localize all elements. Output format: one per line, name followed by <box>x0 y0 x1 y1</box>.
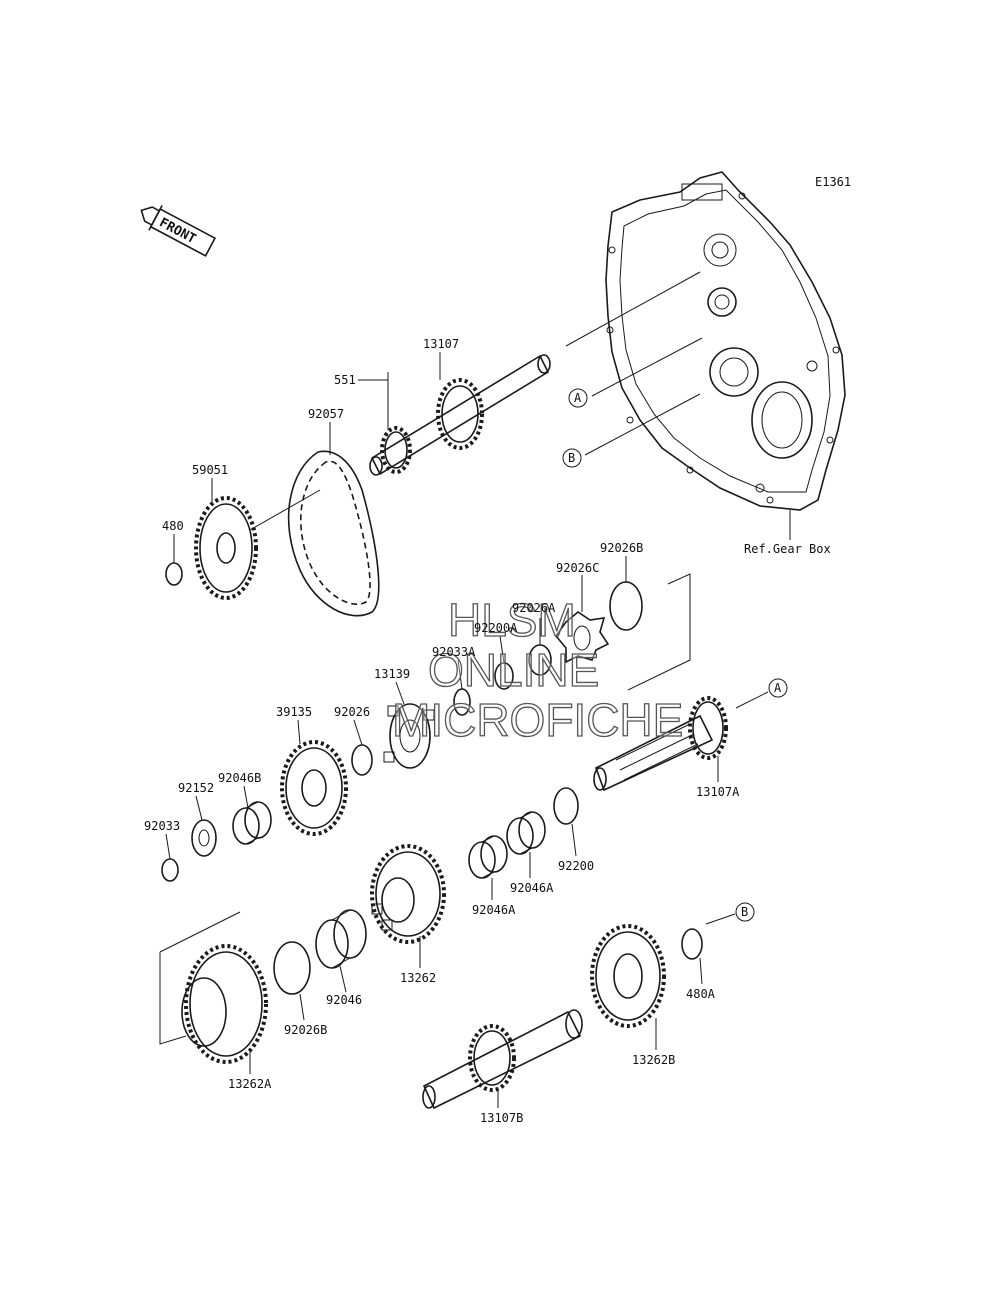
part-label-92026B-upper: 92026B <box>600 541 643 555</box>
part-label-13107: 13107 <box>423 337 459 351</box>
part-label-551: 551 <box>334 373 356 387</box>
part-label-92200A: 92200A <box>474 621 518 635</box>
output-shaft-13107A <box>593 696 728 792</box>
callout-a-upper: A <box>568 388 588 408</box>
part-label-92046: 92046 <box>326 993 362 1007</box>
gear-box-cover <box>605 171 846 511</box>
part-label-92046A-left: 92046A <box>472 903 516 917</box>
drive-chain-92057 <box>287 450 380 617</box>
needle-bearing-92046A-1 <box>468 835 508 879</box>
circlip-92033 <box>161 858 179 882</box>
spacer-92026B-upper <box>609 581 643 631</box>
drive-shaft-13107 <box>369 354 551 476</box>
part-label-59051: 59051 <box>192 463 228 477</box>
washer-92152 <box>191 819 217 857</box>
part-label-92057: 92057 <box>308 407 344 421</box>
part-label-92152: 92152 <box>178 781 214 795</box>
part-label-92026B-lower: 92026B <box>284 1023 327 1037</box>
shaft-13107B <box>422 1009 583 1110</box>
gear-13262B <box>590 924 666 1028</box>
front-arrow-icon: FRONT <box>140 205 217 257</box>
part-label-92026A: 92026A <box>512 601 556 615</box>
needle-bearing-92046 <box>315 909 367 969</box>
part-label-92026C: 92026C <box>556 561 599 575</box>
part-label-92200: 92200 <box>558 859 594 873</box>
part-label-92046A-right: 92046A <box>510 881 554 895</box>
part-label-13262B: 13262B <box>632 1053 675 1067</box>
part-label-13107B: 13107B <box>480 1111 523 1125</box>
front-arrow-label: FRONT <box>157 215 199 247</box>
svg-text:B: B <box>568 451 575 465</box>
svg-text:B: B <box>741 905 748 919</box>
svg-text:A: A <box>574 391 582 405</box>
svg-text:HLSM: HLSM <box>448 594 576 646</box>
gear-39135 <box>280 740 348 836</box>
needle-bearing-92046B <box>232 801 272 845</box>
part-label-13107A: 13107A <box>696 785 740 799</box>
washer-92200 <box>553 787 579 825</box>
part-label-92033: 92033 <box>144 819 180 833</box>
gear-13262 <box>370 844 446 944</box>
part-label-13262: 13262 <box>400 971 436 985</box>
part-label-480A: 480A <box>686 987 716 1001</box>
circlip-480 <box>165 562 183 586</box>
callout-b-lower: B <box>735 902 755 922</box>
part-label-92046B: 92046B <box>218 771 261 785</box>
svg-text:A: A <box>774 681 782 695</box>
callout-a-lower: A <box>768 678 788 698</box>
part-label-13262A: 13262A <box>228 1077 272 1091</box>
needle-bearing-92046A-2 <box>506 811 546 855</box>
washer-92026C <box>554 611 610 664</box>
spacer-92026 <box>351 744 373 776</box>
diagram-code: E1361 <box>815 175 851 189</box>
svg-text:MICROFICHE: MICROFICHE <box>392 694 683 746</box>
sprocket-59051 <box>194 496 258 600</box>
part-label-92026: 92026 <box>334 705 370 719</box>
spacer-92026B-lower <box>273 941 311 995</box>
watermark: HLSM ONLINE MICROFICHE <box>391 593 684 746</box>
part-label-13139: 13139 <box>374 667 410 681</box>
part-label-92033A: 92033A <box>432 645 476 659</box>
part-label-480: 480 <box>162 519 184 533</box>
ref-gear-box-label: Ref.Gear Box <box>744 542 831 556</box>
clutch-dog-13139 <box>383 703 435 769</box>
circlip-480A <box>681 928 703 960</box>
callout-b-upper: B <box>562 448 582 468</box>
gear-13262A <box>181 944 268 1064</box>
svg-text:ONLINE: ONLINE <box>428 644 599 696</box>
part-label-39135: 39135 <box>276 705 312 719</box>
